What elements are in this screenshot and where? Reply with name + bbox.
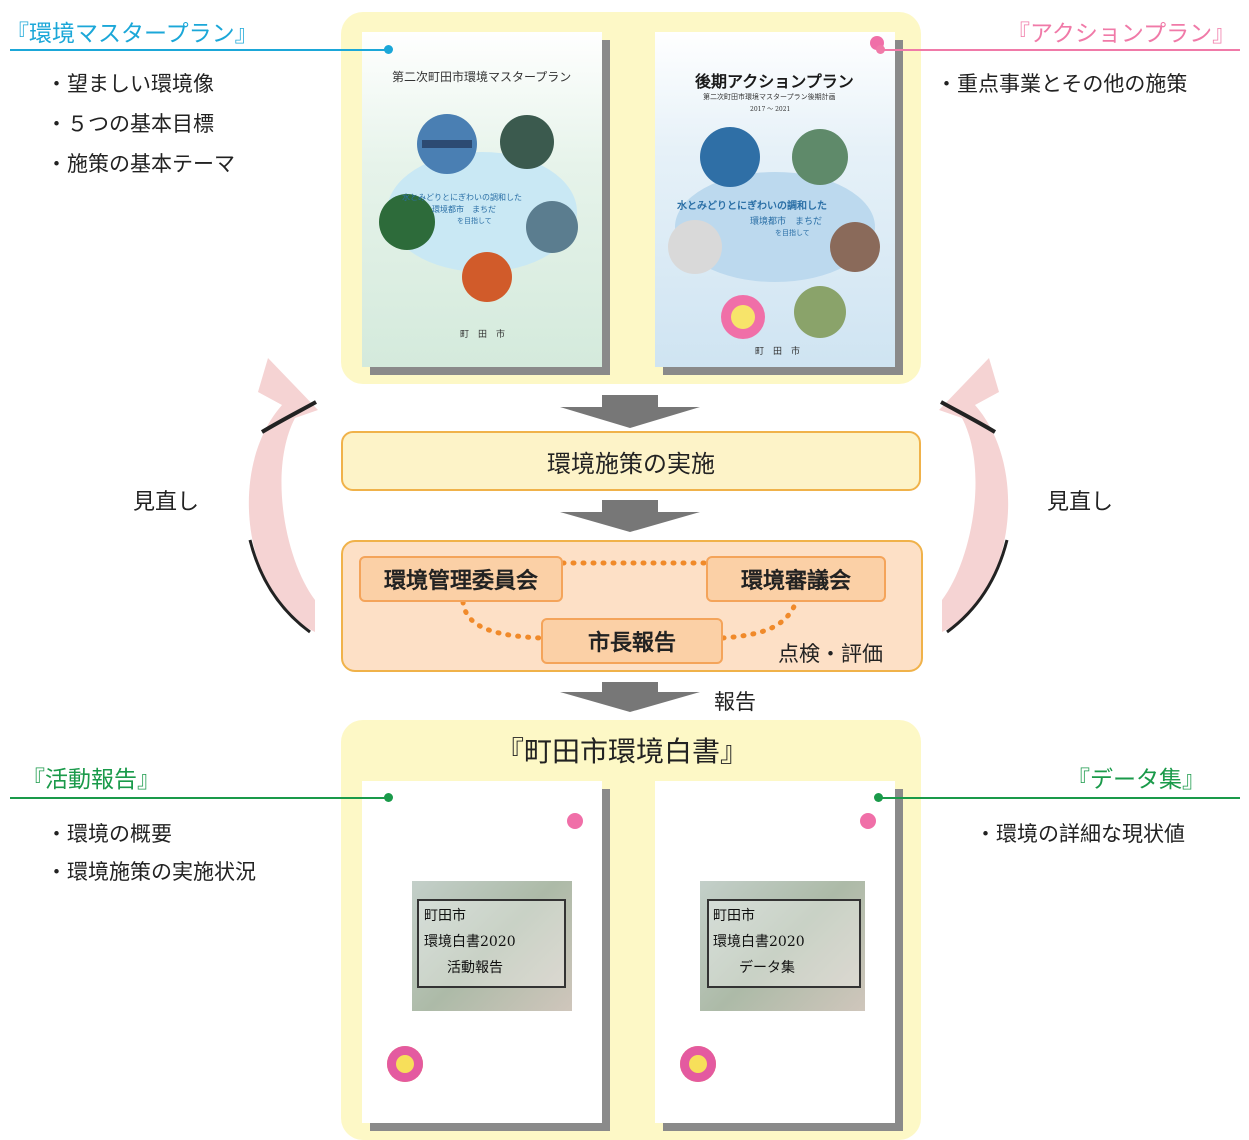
data-collection-cover-photo: [700, 881, 865, 1011]
data-collection-leader-line: [880, 797, 1240, 799]
implementation-box: 環境施策の実施: [341, 431, 921, 491]
data-collection-cover-line-2: 環境白書2020: [713, 934, 805, 950]
activity-report-cover-line-2: 環境白書2020: [424, 934, 516, 950]
activity-report-item-1: ・環境の概要: [46, 822, 172, 846]
master-plan-leader-dot: [384, 45, 393, 54]
action-plan-cover: 後期アクションプラン 第二次町田市環境マスタープラン後期計画 2017 ～ 20…: [655, 32, 895, 367]
activity-report-leader-line: [10, 797, 388, 799]
action-plan-cover-title: 後期アクションプラン: [695, 72, 854, 91]
balloon-icon: [567, 813, 583, 829]
action-plan-cover-publisher: 町 田 市: [755, 347, 801, 357]
activity-report-cover: 町田市 環境白書2020 活動報告: [362, 781, 602, 1123]
data-collection-title: 『データ集』: [1067, 767, 1205, 793]
activity-report-item-2: ・環境施策の実施状況: [46, 860, 256, 884]
down-arrow-3: [560, 682, 700, 712]
master-plan-leader-line: [10, 49, 388, 51]
data-collection-cover: 町田市 環境白書2020 データ集: [655, 781, 895, 1123]
evaluation-dotted-links: [460, 560, 799, 641]
council-box: 環境審議会: [706, 556, 886, 602]
mascot-icon: [680, 1046, 716, 1082]
action-plan-cover-slogan-2: 環境都市 まちだ: [750, 217, 823, 227]
data-collection-cover-line-1: 町田市: [713, 908, 755, 924]
master-plan-cover-slogan-1: 水とみどりとにぎわいの調和した: [402, 193, 522, 202]
left-review-arrow: [248, 358, 318, 632]
mascot-icon: [387, 1046, 423, 1082]
activity-report-cover-line-1: 町田市: [424, 908, 466, 924]
evaluation-label: 点検・評価: [778, 642, 883, 666]
master-plan-cover-title: 第二次町田市環境マスタープラン: [392, 70, 572, 84]
report-label: 報告: [714, 690, 756, 714]
data-collection-leader-dot: [874, 793, 883, 802]
action-plan-item-1: ・重点事業とその他の施策: [936, 72, 1188, 96]
balloon-icon: [860, 813, 876, 829]
data-collection-item-1: ・環境の詳細な現状値: [975, 822, 1185, 846]
action-plan-cover-years: 2017 ～ 2021: [750, 106, 791, 113]
data-collection-cover-line-3: データ集: [739, 960, 795, 976]
master-plan-cover-slogan-2: 環境都市 まちだ: [432, 205, 496, 214]
committee-box: 環境管理委員会: [359, 556, 563, 602]
down-arrow-2: [560, 500, 700, 532]
activity-report-cover-line-3: 活動報告: [447, 960, 503, 976]
action-plan-cover-photos: [668, 127, 880, 339]
master-plan-item-3: ・施策の基本テーマ: [46, 152, 235, 176]
action-plan-title: 『アクションプラン』: [1007, 21, 1236, 47]
review-left-label: 見直し: [133, 490, 200, 515]
master-plan-cover-slogan-3: を目指して: [457, 217, 492, 225]
activity-report-leader-dot: [384, 793, 393, 802]
review-right-label: 見直し: [1047, 490, 1114, 515]
action-plan-cover-slogan-3: を目指して: [775, 229, 810, 237]
activity-report-title: 『活動報告』: [22, 767, 160, 793]
action-plan-leader-dot: [876, 45, 885, 54]
data-collection-cover-frame: [707, 899, 861, 988]
master-plan-cover: 第二次町田市環境マスタープラン 水とみどりとにぎわいの調和した 環境都市 まちだ…: [362, 32, 602, 367]
master-plan-cover-photos: [379, 114, 578, 302]
activity-report-cover-photo: [412, 881, 572, 1011]
action-plan-leader-line: [880, 49, 1240, 51]
mayor-report-box: 市長報告: [541, 618, 723, 664]
action-plan-cover-subtitle: 第二次町田市環境マスタープラン後期計画: [703, 93, 836, 101]
master-plan-title: 『環境マスタープラン』: [6, 21, 258, 47]
down-arrow-1: [560, 395, 700, 428]
whitepaper-title: 『町田市環境白書』: [496, 735, 749, 768]
master-plan-item-2: ・５つの基本目標: [46, 112, 214, 136]
master-plan-cover-publisher: 町 田 市: [460, 330, 506, 340]
action-plan-cover-slogan-1: 水とみどりとにぎわいの調和した: [677, 201, 827, 212]
activity-report-cover-frame: [417, 899, 566, 988]
master-plan-item-1: ・望ましい環境像: [46, 72, 214, 96]
right-review-arrow: [939, 358, 1009, 632]
